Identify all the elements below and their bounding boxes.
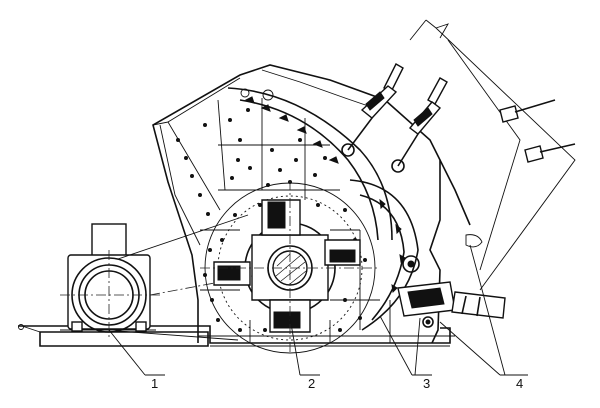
hydraulic-adjuster bbox=[397, 281, 506, 328]
leader-lines bbox=[108, 244, 528, 376]
upper-impact-liner bbox=[227, 69, 393, 241]
callout-3: 3 bbox=[423, 376, 430, 391]
callout-4: 4 bbox=[516, 376, 523, 391]
lower-impact-liner bbox=[349, 179, 420, 331]
open-hood bbox=[409, 19, 576, 291]
housing-bolts bbox=[176, 108, 367, 332]
crusher-housing bbox=[152, 64, 441, 344]
rotor-assembly bbox=[200, 180, 380, 355]
callout-2: 2 bbox=[308, 376, 315, 391]
callout-1: 1 bbox=[151, 376, 158, 391]
drive-belt bbox=[117, 214, 291, 341]
motor bbox=[60, 223, 160, 340]
adjustment-rods bbox=[341, 63, 448, 173]
